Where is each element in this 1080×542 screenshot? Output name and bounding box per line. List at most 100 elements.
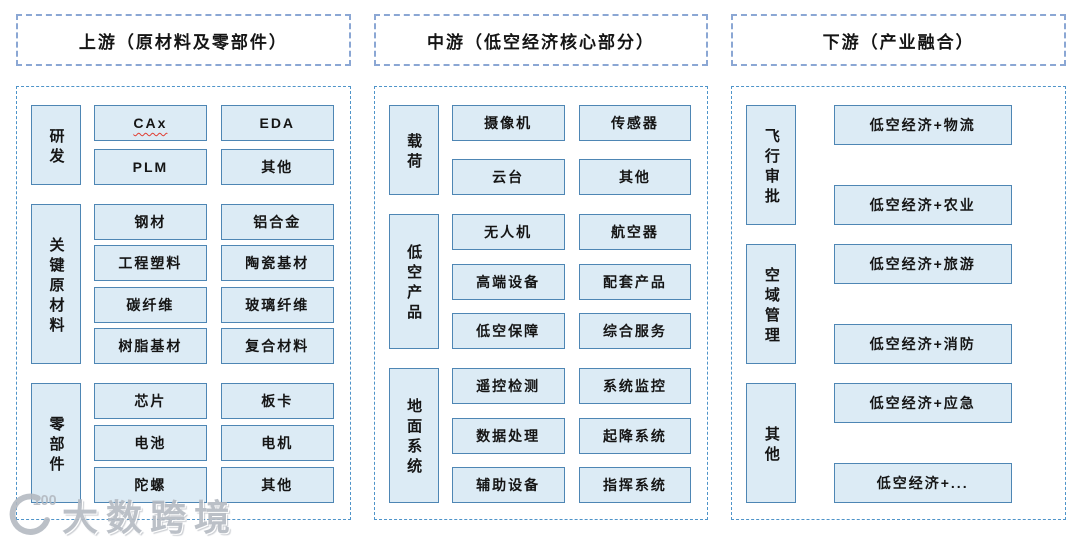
group-rows: 钢材铝合金工程塑料陶瓷基材碳纤维玻璃纤维树脂基材复合材料 xyxy=(94,204,334,364)
column-header-upstream: 上游（原材料及零部件） xyxy=(16,14,351,66)
group-rows: 低空经济+应急低空经济+... xyxy=(796,383,1049,503)
item-box: PLM xyxy=(94,149,207,185)
item-box: 复合材料 xyxy=(220,327,334,364)
group-label-airspace-management: 空域管理 xyxy=(746,244,797,364)
item-box: 高端设备 xyxy=(451,263,565,300)
group-rows: 芯片板卡电池电机陀螺其他 xyxy=(94,383,334,503)
item-row: 钢材铝合金 xyxy=(94,204,334,240)
group-ground-systems: 地面系统遥控检测系统监控数据处理起降系统辅助设备指挥系统 xyxy=(388,368,692,503)
item-row: 数据处理起降系统 xyxy=(451,417,692,454)
group-rows: 摄像机传感器云台其他 xyxy=(451,105,692,195)
group-label-components: 零部件 xyxy=(31,383,81,503)
group-label-others: 其他 xyxy=(746,383,797,503)
item-row: 摄像机传感器 xyxy=(451,105,692,141)
item-row: 低空经济+农业 xyxy=(796,185,1049,225)
column-downstream: 下游（产业融合） 飞行审批低空经济+物流低空经济+农业空域管理低空经济+旅游低空… xyxy=(731,14,1067,520)
group-rows: 低空经济+旅游低空经济+消防 xyxy=(796,244,1049,364)
item-row: 无人机航空器 xyxy=(451,214,692,250)
item-box: 其他 xyxy=(578,159,692,195)
group-rows: 无人机航空器高端设备配套产品低空保障综合服务 xyxy=(451,214,692,349)
item-box: 系统监控 xyxy=(578,368,692,404)
group-label-rd: 研发 xyxy=(31,105,81,185)
item-box: 工程塑料 xyxy=(94,245,207,282)
item-row: 低空经济+应急 xyxy=(796,383,1049,423)
column-header-downstream: 下游（产业融合） xyxy=(731,14,1067,66)
item-row: 电池电机 xyxy=(94,425,334,461)
group-label-flight-approval: 飞行审批 xyxy=(746,105,797,225)
item-box: 其他 xyxy=(220,149,334,185)
item-row: 低空经济+物流 xyxy=(796,105,1049,145)
item-row: 低空经济+旅游 xyxy=(796,244,1049,284)
item-row: CAx EDA xyxy=(94,105,334,141)
item-row: 芯片板卡 xyxy=(94,383,334,419)
column-body-midstream: 载荷摄像机传感器云台其他低空产品无人机航空器高端设备配套产品低空保障综合服务地面… xyxy=(373,86,709,520)
item-box: 陀螺 xyxy=(94,467,207,503)
group-key-raw-materials: 关键原材料钢材铝合金工程塑料陶瓷基材碳纤维玻璃纤维树脂基材复合材料 xyxy=(31,204,334,364)
group-rows: 遥控检测系统监控数据处理起降系统辅助设备指挥系统 xyxy=(451,368,692,503)
group-label-payload: 载荷 xyxy=(388,105,439,195)
group-label-ground-systems: 地面系统 xyxy=(388,368,439,503)
group-flight-approval: 飞行审批低空经济+物流低空经济+农业 xyxy=(746,105,1049,225)
item-row: 碳纤维玻璃纤维 xyxy=(94,286,334,323)
item-box: 无人机 xyxy=(451,214,565,250)
item-box: 低空经济+农业 xyxy=(833,185,1012,225)
item-box: 碳纤维 xyxy=(94,286,207,323)
item-box: 树脂基材 xyxy=(94,327,207,364)
item-row: 遥控检测系统监控 xyxy=(451,368,692,404)
item-box: 遥控检测 xyxy=(451,368,565,404)
item-box: 云台 xyxy=(451,159,565,195)
column-body-downstream: 飞行审批低空经济+物流低空经济+农业空域管理低空经济+旅游低空经济+消防其他低空… xyxy=(731,86,1067,520)
group-components: 零部件芯片板卡电池电机陀螺其他 xyxy=(31,383,334,503)
group-rows: 低空经济+物流低空经济+农业 xyxy=(796,105,1049,225)
item-box: 航空器 xyxy=(578,214,692,250)
item-box: 综合服务 xyxy=(578,313,692,349)
item-box: 低空保障 xyxy=(451,313,565,349)
item-box: 低空经济+旅游 xyxy=(833,244,1012,284)
group-others: 其他低空经济+应急低空经济+... xyxy=(746,383,1049,503)
group-airspace-management: 空域管理低空经济+旅游低空经济+消防 xyxy=(746,244,1049,364)
group-rd: 研发 CAx EDA PLM 其他 xyxy=(31,105,334,185)
item-box: 指挥系统 xyxy=(578,467,692,503)
item-box: 钢材 xyxy=(94,204,207,240)
item-box: 陶瓷基材 xyxy=(220,245,334,282)
group-low-altitude-products: 低空产品无人机航空器高端设备配套产品低空保障综合服务 xyxy=(388,214,692,349)
item-box: 传感器 xyxy=(578,105,692,141)
item-row: 树脂基材复合材料 xyxy=(94,327,334,364)
item-row: 高端设备配套产品 xyxy=(451,263,692,300)
group-label-key-raw-materials: 关键原材料 xyxy=(31,204,81,364)
item-box: 低空经济+应急 xyxy=(833,383,1012,423)
item-row: 低空保障综合服务 xyxy=(451,313,692,349)
item-box: EDA xyxy=(220,105,334,141)
item-box: 电机 xyxy=(220,425,334,461)
item-box: 配套产品 xyxy=(578,263,692,300)
item-box: 低空经济+物流 xyxy=(833,105,1012,145)
item-box: 摄像机 xyxy=(451,105,565,141)
item-row: 辅助设备指挥系统 xyxy=(451,467,692,503)
item-row: 低空经济+消防 xyxy=(796,324,1049,364)
item-box: 低空经济+消防 xyxy=(833,324,1012,364)
item-box: 辅助设备 xyxy=(451,467,565,503)
group-payload: 载荷摄像机传感器云台其他 xyxy=(388,105,692,195)
item-row: 低空经济+... xyxy=(796,463,1049,503)
item-row: 陀螺其他 xyxy=(94,467,334,503)
item-box: 数据处理 xyxy=(451,417,565,454)
group-label-low-altitude-products: 低空产品 xyxy=(388,214,439,349)
item-box: 铝合金 xyxy=(220,204,334,240)
item-box: 低空经济+... xyxy=(833,463,1012,503)
item-box: 玻璃纤维 xyxy=(220,286,334,323)
item-box: CAx xyxy=(94,105,207,141)
item-row: 工程塑料陶瓷基材 xyxy=(94,245,334,282)
item-box: 芯片 xyxy=(94,383,207,419)
item-box: 其他 xyxy=(220,467,334,503)
item-box: 电池 xyxy=(94,425,207,461)
item-row: PLM 其他 xyxy=(94,149,334,185)
column-midstream: 中游（低空经济核心部分） 载荷摄像机传感器云台其他低空产品无人机航空器高端设备配… xyxy=(373,14,709,520)
item-box: 板卡 xyxy=(220,383,334,419)
group-rows: CAx EDA PLM 其他 xyxy=(94,105,334,185)
column-header-midstream: 中游（低空经济核心部分） xyxy=(373,14,709,66)
item-row: 云台其他 xyxy=(451,159,692,195)
item-box: 起降系统 xyxy=(578,417,692,454)
